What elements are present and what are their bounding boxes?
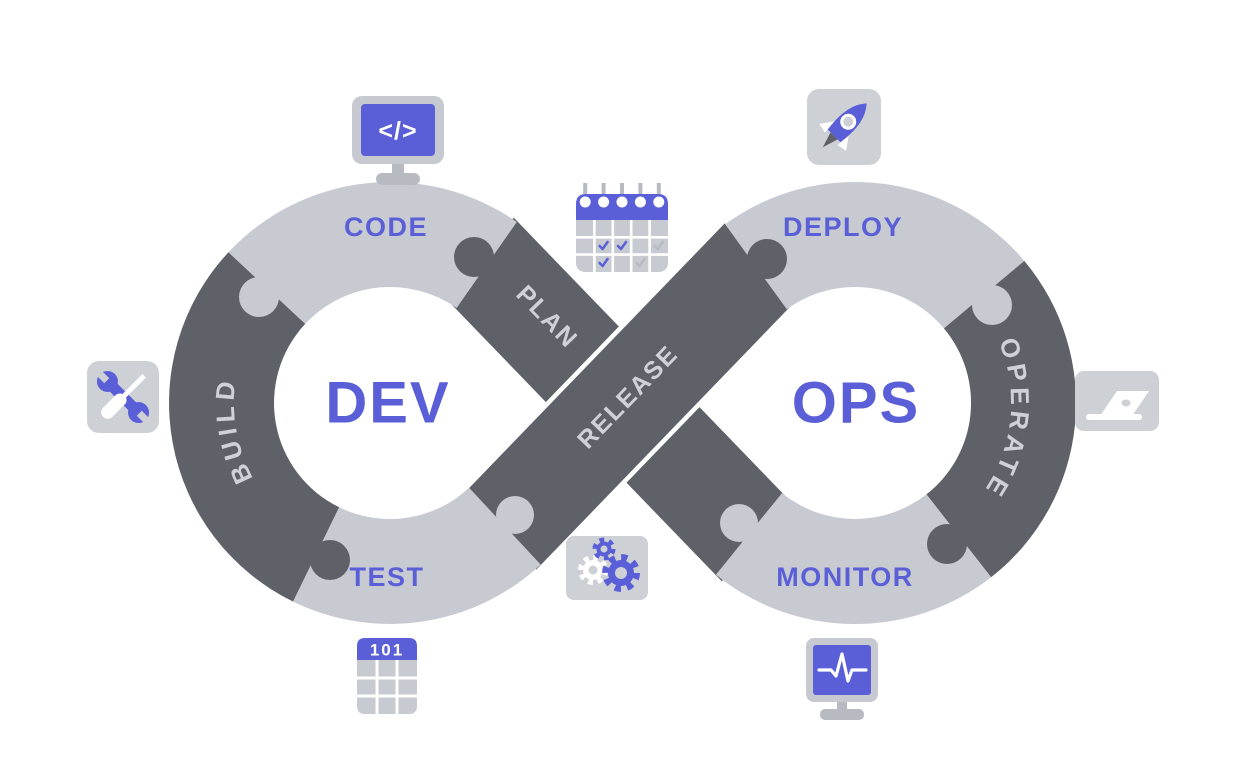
- monitor-neck: [392, 164, 404, 174]
- monitor-screen: [361, 104, 435, 156]
- gear-hole: [615, 567, 627, 579]
- calendar-ring: [638, 183, 643, 199]
- monitor-pulse-icon: [806, 638, 878, 720]
- calendar-check: [653, 240, 665, 251]
- gear-hole: [588, 565, 598, 575]
- calendar-check: [635, 257, 646, 268]
- build-arc-segment: [169, 252, 340, 602]
- laptop-base: [1086, 414, 1142, 420]
- deploy-arc-segment: [725, 181, 1025, 329]
- pulse-monitor-base: [820, 709, 864, 720]
- gear-teeth: [592, 537, 616, 561]
- rocket-flame: [822, 132, 838, 148]
- calendar-check: [598, 240, 609, 251]
- table-header-label: 101: [370, 641, 404, 660]
- puzzle-knob: [720, 504, 758, 542]
- puzzle-knobs: [239, 237, 1012, 580]
- gear-teeth: [602, 554, 640, 592]
- puzzle-knob: [496, 496, 534, 534]
- label-test: TEST: [349, 562, 424, 592]
- screwdriver-shaft: [121, 374, 146, 399]
- ops-title: OPS: [792, 371, 921, 436]
- label-code: CODE: [344, 212, 428, 242]
- code-arc-segment: [228, 182, 517, 324]
- label-monitor: MONITOR: [776, 562, 914, 592]
- laptop-icon: [1075, 371, 1159, 431]
- gear-large: [602, 554, 640, 592]
- table-header: [357, 638, 417, 660]
- table-body: [357, 660, 417, 714]
- pulse-monitor-neck: [837, 702, 847, 710]
- puzzle-knob: [310, 540, 350, 580]
- screwdriver-icon: [101, 374, 146, 419]
- rocket-icon: [807, 89, 881, 165]
- label-deploy: DEPLOY: [783, 212, 903, 242]
- puzzle-knob: [454, 237, 494, 277]
- calendar-ring-hole: [598, 196, 610, 208]
- gear-small: [592, 537, 616, 561]
- calendar-check: [616, 240, 628, 251]
- rocket-fin: [837, 133, 849, 151]
- wrench-notch: [136, 410, 151, 425]
- operate-arc-segment: [926, 260, 1077, 578]
- puzzle-knob: [927, 524, 967, 564]
- laptop-logo-dot: [1121, 399, 1131, 407]
- pulse-monitor-screen: [813, 645, 871, 695]
- rocket-window-glass: [843, 116, 854, 127]
- wrench-notch: [95, 369, 110, 384]
- gears-icon: [566, 536, 648, 600]
- screwdriver-handle: [101, 393, 127, 419]
- calendar-ring: [620, 183, 624, 199]
- code-editor-icon: </>: [352, 96, 444, 185]
- gear-hole: [600, 545, 608, 553]
- calendar-icon: [576, 183, 668, 272]
- release-band: [460, 223, 801, 570]
- tools-icon: [87, 361, 159, 433]
- puzzle-knob: [239, 277, 279, 317]
- rocket-fin: [819, 121, 837, 133]
- release-band-shape: [460, 223, 801, 570]
- calendar-ring-hole: [579, 196, 591, 208]
- calendar-check: [598, 257, 609, 268]
- calendar-ring-hole: [616, 196, 628, 208]
- calendar-ring-hole: [634, 196, 646, 208]
- test-arc-segment: [293, 487, 541, 624]
- calendar-ring-hole: [653, 196, 665, 208]
- calendar-ring: [656, 183, 661, 199]
- puzzle-knob: [972, 285, 1012, 325]
- pulse-waveform: [817, 652, 868, 683]
- code-glyph: </>: [378, 117, 417, 145]
- puzzle-knob: [747, 239, 787, 279]
- calendar-ring: [601, 183, 606, 199]
- data-table-icon: 101: [357, 638, 417, 714]
- monitor-arc-segment: [715, 493, 992, 625]
- dev-title: DEV: [325, 371, 450, 436]
- calendar-ring: [583, 183, 588, 199]
- monitor-base: [376, 173, 420, 185]
